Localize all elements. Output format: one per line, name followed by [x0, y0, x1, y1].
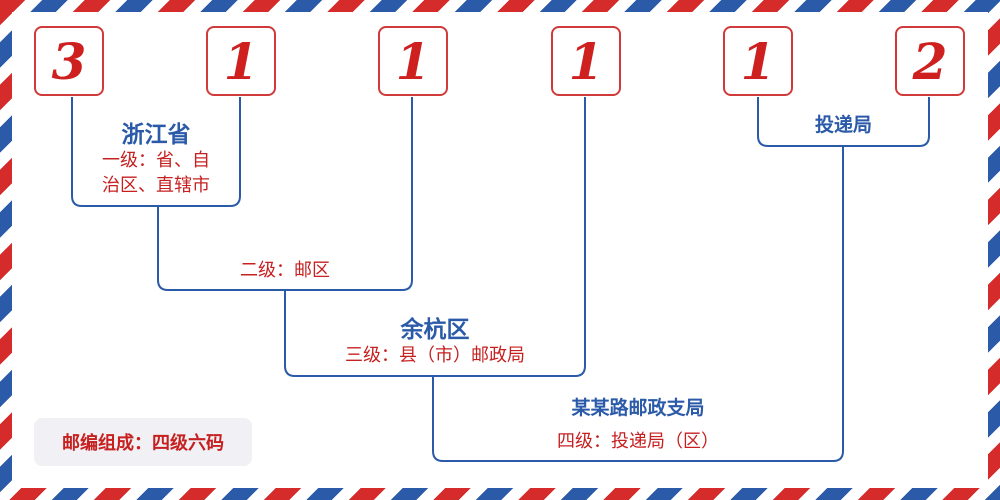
level1-text-line2: 治区、直辖市 — [102, 175, 210, 196]
bracket-delivery — [757, 97, 930, 147]
postcode-digit-1: 3 — [34, 26, 104, 96]
branch-name: 某某路邮政支局 — [571, 397, 705, 419]
postcode-digit-6: 2 — [895, 26, 965, 96]
level2-text: 二级：邮区 — [240, 260, 330, 281]
postcode-digit-3: 1 — [378, 26, 448, 96]
postcode-digit-4: 1 — [551, 26, 621, 96]
bracket-level1 — [71, 97, 241, 207]
delivery-office: 投递局 — [814, 114, 872, 136]
envelope-paper — [12, 12, 988, 488]
level4-text: 四级：投递局（区） — [557, 431, 719, 452]
postcode-digit-5: 1 — [723, 26, 793, 96]
postcode-digit-2: 1 — [206, 26, 276, 96]
province-name: 浙江省 — [121, 122, 191, 148]
bracket-level3 — [284, 97, 586, 377]
level3-text: 三级：县（市）邮政局 — [345, 345, 525, 366]
district-name: 余杭区 — [400, 317, 470, 343]
level1-text-line1: 一级：省、自 — [102, 150, 210, 171]
bracket-level4 — [432, 146, 844, 462]
legend-badge: 邮编组成：四级六码 — [34, 418, 252, 466]
